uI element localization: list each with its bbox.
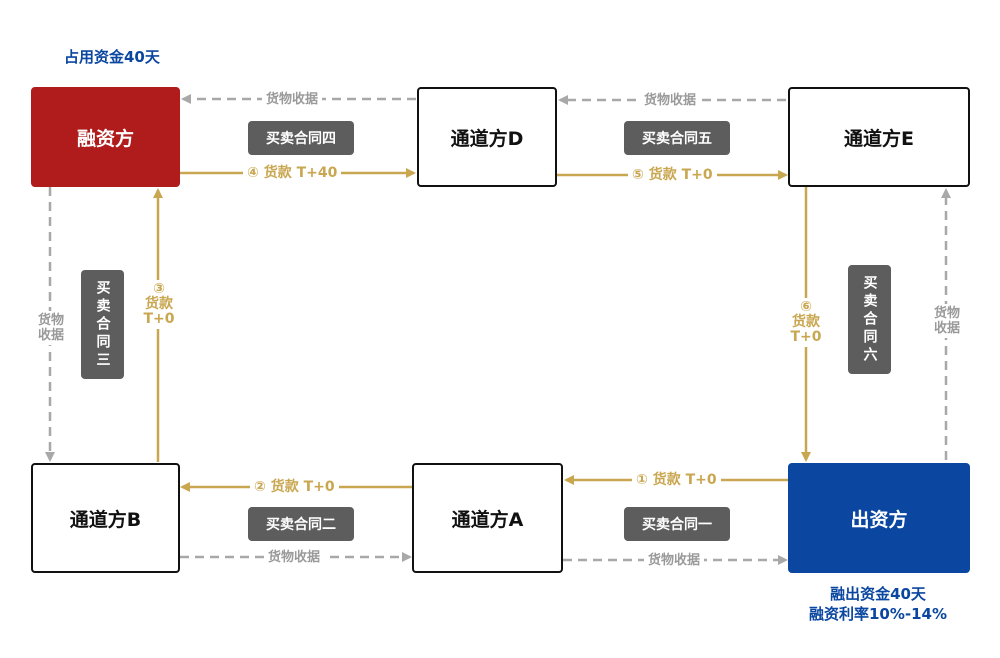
contract-tag-3: 买卖合同三 <box>81 270 124 379</box>
contract-tag-4: 买卖合同四 <box>248 121 354 155</box>
goods-label-top-left: 货物收据 <box>262 92 323 107</box>
payment-label-1: ① 货款 T+0 <box>632 473 721 488</box>
contract-tag-6: 买卖合同六 <box>848 265 891 374</box>
funder-node: 出资方 <box>788 463 970 573</box>
contract-tag-5: 买卖合同五 <box>624 121 730 155</box>
goods-label-bottom-right: 货物收据 <box>644 553 705 568</box>
channel-a-node: 通道方A <box>412 463 563 573</box>
financier-capital-note: 占用资金40天 <box>64 48 160 66</box>
goods-label-top-right: 货物收据 <box>640 93 701 108</box>
payment-label-6: ⑥ 货款 T+0 <box>787 298 825 347</box>
funder-capital-note: 融出资金40天 融资利率10%-14% <box>793 584 963 624</box>
contract-tag-2: 买卖合同二 <box>248 507 354 541</box>
funder-interest-rate: 融资利率10%-14% <box>808 605 948 623</box>
funder-capital-days: 融出资金40天 <box>830 585 926 603</box>
payment-label-3: ③ 货款 T+0 <box>140 280 178 329</box>
channel-b-node: 通道方B <box>31 463 180 573</box>
goods-label-right: 货物 收据 <box>929 304 965 338</box>
goods-label-bottom-left: 货物收据 <box>264 550 325 565</box>
goods-label-left: 货物 收据 <box>34 311 68 345</box>
contract-tag-1: 买卖合同一 <box>624 507 730 541</box>
financier-node: 融资方 <box>31 87 180 187</box>
payment-label-5: ⑤ 货款 T+0 <box>628 168 717 183</box>
channel-e-node: 通道方E <box>788 87 970 187</box>
payment-label-4: ④ 货款 T+40 <box>243 166 342 181</box>
payment-label-2: ② 货款 T+0 <box>250 480 339 495</box>
channel-d-node: 通道方D <box>417 87 557 187</box>
